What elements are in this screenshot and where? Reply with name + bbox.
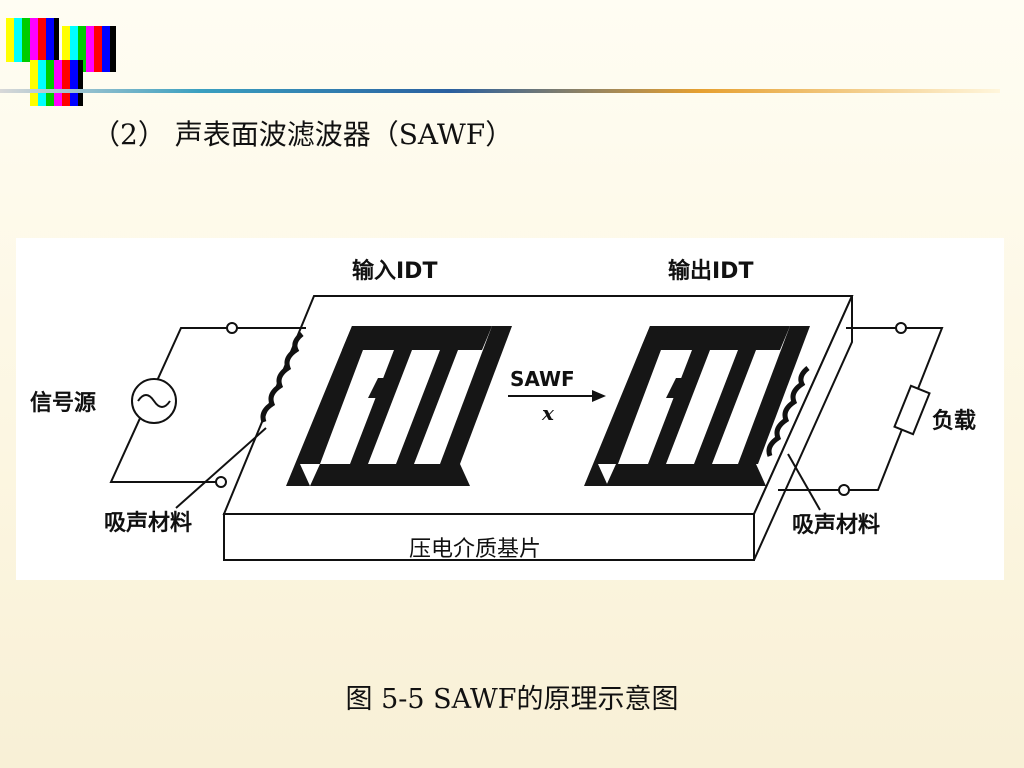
output-terminal-bottom: [838, 484, 850, 496]
input-terminal-top: [226, 322, 238, 334]
color-bar-group-3: [30, 60, 83, 106]
sine-wave-icon: [137, 394, 171, 408]
substrate-side-face: [753, 295, 853, 561]
decorative-color-bars: [6, 18, 116, 106]
substrate-front-face: [223, 513, 755, 561]
output-idt-label: 输出IDT: [668, 258, 753, 284]
output-terminal-top: [895, 322, 907, 334]
color-bar-group-1: [6, 18, 59, 62]
color-bar-group-2: [62, 26, 116, 72]
slide-heading: （2） 声表面波滤波器（SAWF）: [92, 118, 514, 151]
output-idt-electrodes: [584, 326, 810, 486]
wave-label: SAWF: [510, 367, 575, 391]
absorber-right-leader: [787, 453, 821, 511]
substrate-label: 压电介质基片: [409, 537, 541, 562]
input-idt-electrodes: [286, 326, 512, 486]
absorber-left-label: 吸声材料: [104, 511, 192, 536]
absorber-left-leader: [175, 427, 267, 509]
sawf-diagram: 输入IDT 输出IDT 信号源 负载 吸声材料 吸声材料 压电介质基片 SAWF…: [30, 258, 976, 562]
arrow-head-icon: [592, 390, 606, 402]
axis-label: x: [541, 401, 555, 425]
absorber-right-shape: [766, 366, 810, 457]
figure-panel: 输入IDT 输出IDT 信号源 负载 吸声材料 吸声材料 压电介质基片 SAWF…: [16, 238, 1004, 580]
load-resistor: [893, 384, 931, 436]
load-label: 负载: [932, 408, 976, 434]
signal-source-label: 信号源: [30, 390, 96, 416]
input-idt-label: 输入IDT: [352, 258, 437, 284]
header-divider-line: [0, 89, 1000, 93]
absorber-right-label: 吸声材料: [792, 513, 880, 538]
input-terminal-bottom: [215, 476, 227, 488]
absorber-left-shape: [260, 332, 304, 423]
figure-caption: 图 5-5 SAWF的原理示意图: [345, 684, 679, 715]
